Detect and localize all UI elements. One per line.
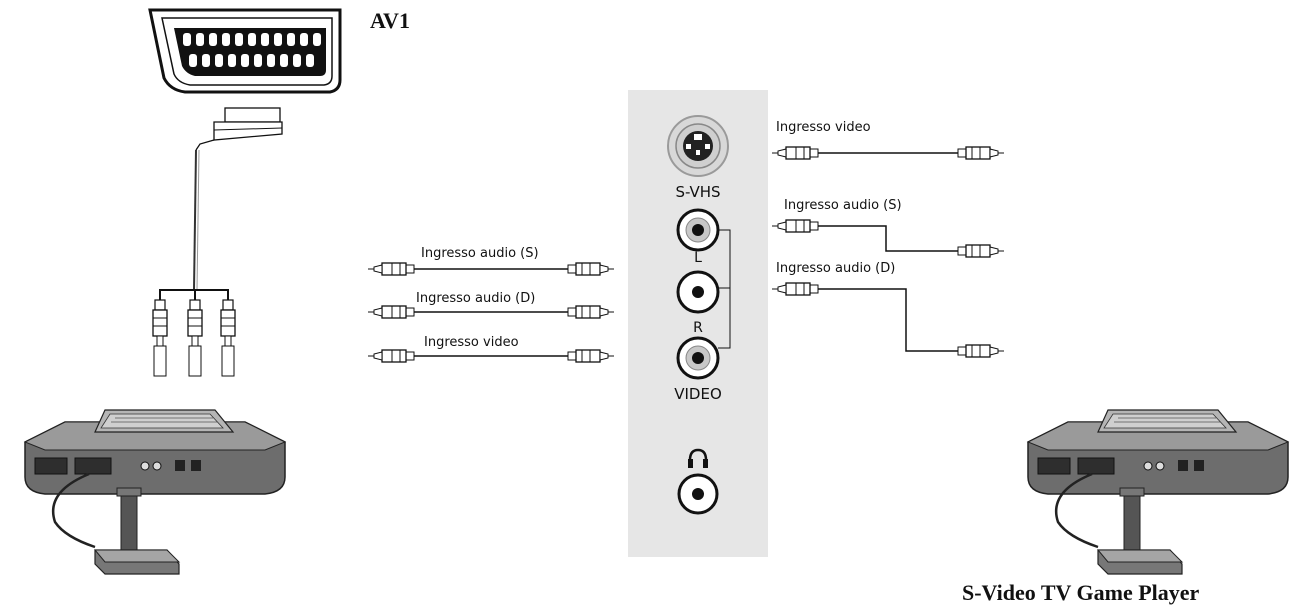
left-cable-label: Ingresso audio (D) — [416, 291, 535, 306]
av1-title: AV1 — [370, 8, 410, 33]
left-cable-label: Ingresso video — [424, 335, 519, 350]
left-cable-audio-d: Ingresso audio (D) — [368, 291, 615, 319]
scart-connector-icon — [148, 8, 342, 94]
l-label: L — [694, 250, 702, 266]
left-cable-video: Ingresso video — [368, 335, 615, 363]
video-label: VIDEO — [674, 385, 722, 403]
scart-adapter-cable — [159, 107, 283, 300]
right-cable-audio-s: Ingresso audio (S) — [772, 198, 1005, 258]
right-cable-label: Ingresso audio (S) — [784, 198, 902, 213]
right-cable-label: Ingresso video — [776, 120, 871, 135]
right-cable-label: Ingresso audio (D) — [776, 261, 895, 276]
right-cable-video: Ingresso video — [772, 120, 1005, 160]
audio-l-jack[interactable] — [676, 208, 720, 252]
rca-plug-icon — [152, 299, 236, 377]
svhs-label: S-VHS — [675, 183, 720, 201]
svhs-jack[interactable] — [667, 115, 729, 177]
left-cable-audio-s: Ingresso audio (S) — [368, 246, 615, 276]
video-jack[interactable] — [676, 336, 720, 380]
headphone-icon — [688, 448, 708, 468]
headphone-jack[interactable] — [677, 473, 719, 515]
game-console-icon — [23, 408, 287, 576]
left-cable-label: Ingresso audio (S) — [421, 246, 539, 261]
audio-r-jack[interactable] — [676, 270, 720, 314]
game-console-icon — [1026, 408, 1290, 576]
r-label: R — [693, 320, 703, 336]
caption-game-player: S-Video TV Game Player — [962, 580, 1200, 605]
right-cable-audio-d: Ingresso audio (D) — [772, 261, 1005, 358]
